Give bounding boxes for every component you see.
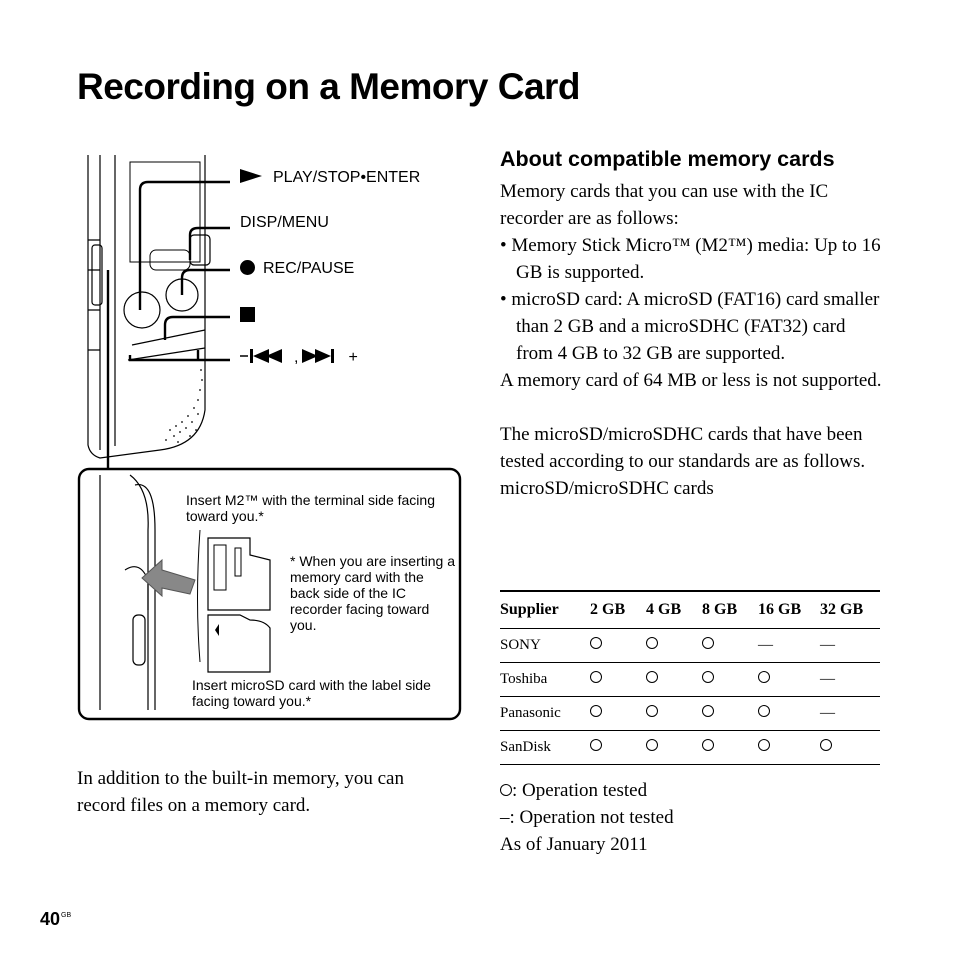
bullet-microsd: • microSD card: A microSD (FAT16) card s… <box>500 289 880 364</box>
circle-icon <box>500 784 512 796</box>
tested-cell <box>646 628 702 663</box>
tested-cell <box>590 628 646 663</box>
circle-icon <box>702 705 714 717</box>
circle-icon <box>758 739 770 751</box>
skip-back-icon <box>240 349 282 363</box>
page-number: 40GB <box>40 909 72 929</box>
legend-tested: : Operation tested <box>500 777 885 804</box>
circle-icon <box>702 671 714 683</box>
supplier-cell: Panasonic <box>500 696 590 731</box>
table-header-cell: 2 GB <box>590 590 646 629</box>
legend-date: As of January 2011 <box>500 834 648 855</box>
rec-pause-label: REC/PAUSE <box>240 260 354 278</box>
back-side-note: * When you are inserting a memory card w… <box>290 553 455 633</box>
tested-cell <box>646 662 702 697</box>
bullet-m2: • Memory Stick Micro™ (M2™) media: Up to… <box>500 235 881 283</box>
tested-cell <box>590 662 646 697</box>
not-tested-cell: — <box>758 628 820 663</box>
table-row: SONY —— <box>500 628 880 663</box>
play-stop-enter-label: PLAY/STOP•ENTER <box>240 169 420 187</box>
tested-cell <box>702 696 758 731</box>
not-tested-cell: — <box>820 696 880 731</box>
note-64mb: A memory card of 64 MB or less is not su… <box>500 370 882 391</box>
tested-cell <box>590 730 646 765</box>
supplier-cell: SanDisk <box>500 730 590 765</box>
circle-icon <box>646 739 658 751</box>
table-header-cell: 8 GB <box>702 590 758 629</box>
tested-cell <box>758 662 820 697</box>
circle-icon <box>646 671 658 683</box>
circle-icon <box>590 637 602 649</box>
table-header-cell: 32 GB <box>820 590 880 629</box>
circle-icon <box>646 705 658 717</box>
page-title: Recording on a Memory Card <box>77 66 581 107</box>
skip-label: , + <box>240 348 358 367</box>
table-header-cell: 4 GB <box>646 590 702 629</box>
tested-cell <box>820 730 880 765</box>
circle-icon <box>590 671 602 683</box>
table-header-cell: Supplier <box>500 590 590 629</box>
tested-cell <box>590 696 646 731</box>
microsd-insert-note: Insert microSD card with the label side … <box>192 677 431 709</box>
play-icon <box>240 169 262 183</box>
not-tested-cell: — <box>820 662 880 697</box>
circle-icon <box>646 637 658 649</box>
disp-menu-label: DISP/MENU <box>240 214 329 231</box>
stop-icon <box>240 307 255 322</box>
table-row: Toshiba — <box>500 662 880 697</box>
circle-icon <box>702 637 714 649</box>
table-header-row: Supplier 2 GB 4 GB 8 GB 16 GB 32 GB <box>500 590 880 629</box>
circle-icon <box>758 705 770 717</box>
circle-icon <box>702 739 714 751</box>
table-header-cell: 16 GB <box>758 590 820 629</box>
tested-intro: The microSD/microSDHC cards that have be… <box>500 424 866 472</box>
section-body: Memory cards that you can use with the I… <box>500 178 885 502</box>
circle-icon <box>590 739 602 751</box>
circle-icon <box>758 671 770 683</box>
intro-paragraph: Memory cards that you can use with the I… <box>500 181 829 229</box>
tested-cell <box>758 730 820 765</box>
not-tested-cell: — <box>820 628 880 663</box>
record-icon <box>240 260 255 275</box>
tested-cell <box>646 696 702 731</box>
table-row: SanDisk <box>500 730 880 765</box>
legend-not-tested: –: Operation not tested <box>500 807 674 828</box>
tested-cell <box>646 730 702 765</box>
m2-insert-note: Insert M2™ with the terminal side facing… <box>186 492 435 524</box>
tested-cell <box>702 662 758 697</box>
legend: : Operation tested –: Operation not test… <box>500 777 885 858</box>
tested-cell <box>702 628 758 663</box>
section-heading: About compatible memory cards <box>500 147 835 171</box>
ic-recorder-illustration <box>77 155 462 721</box>
circle-icon <box>820 739 832 751</box>
tested-cell <box>758 696 820 731</box>
table-row: Panasonic — <box>500 696 880 731</box>
compatibility-table: Supplier 2 GB 4 GB 8 GB 16 GB 32 GB SONY… <box>500 590 880 765</box>
tested-cell <box>702 730 758 765</box>
skip-forward-icon <box>302 349 335 363</box>
table-caption: microSD/microSDHC cards <box>500 478 714 499</box>
supplier-cell: Toshiba <box>500 662 590 697</box>
supplier-cell: SONY <box>500 628 590 663</box>
circle-icon <box>590 705 602 717</box>
intro-caption: In addition to the built-in memory, you … <box>77 768 404 816</box>
